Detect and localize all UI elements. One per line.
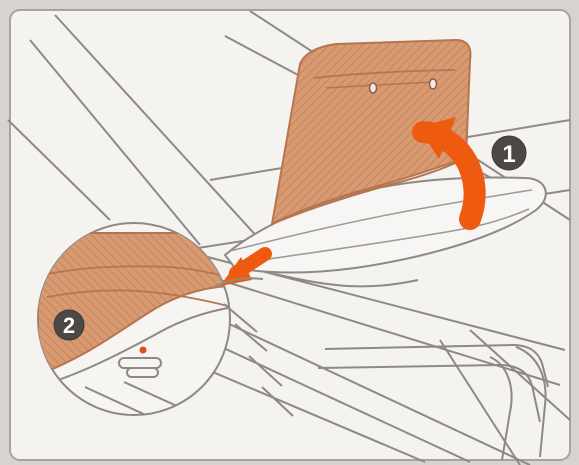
- step2-number: 2: [63, 313, 75, 338]
- step1-number: 1: [502, 141, 515, 168]
- step1-badge: 1: [492, 136, 526, 170]
- step2-badge: 2: [54, 310, 84, 340]
